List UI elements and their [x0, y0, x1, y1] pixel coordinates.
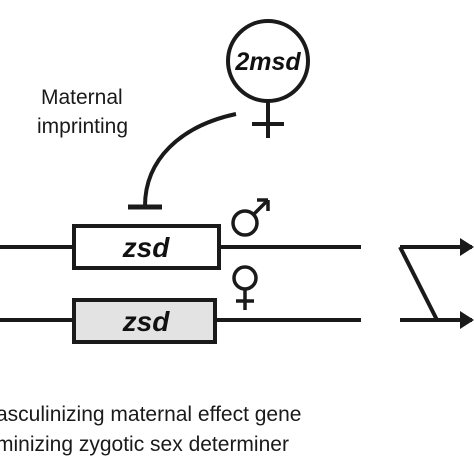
female-symbol-icon: [232, 265, 258, 310]
maternal-gene-label: 2msd: [234, 48, 301, 76]
maternal-female-symbol-icon: [226, 19, 310, 138]
top-gene-label: zsd: [122, 232, 171, 263]
crossing-arrows-icon: [398, 238, 474, 329]
bottom-gene-label: zsd: [122, 306, 171, 337]
male-symbol-icon: [231, 198, 270, 237]
annotation-line-2: imprinting: [37, 115, 128, 138]
imprinting-arrow: [143, 112, 237, 207]
bottom-gene-box: [72, 298, 217, 344]
legend-line-2: minizing zygotic sex determiner: [0, 433, 289, 456]
annotation-line-1: Maternal: [41, 86, 123, 109]
legend-line-1: asculinizing maternal effect gene: [0, 403, 301, 426]
